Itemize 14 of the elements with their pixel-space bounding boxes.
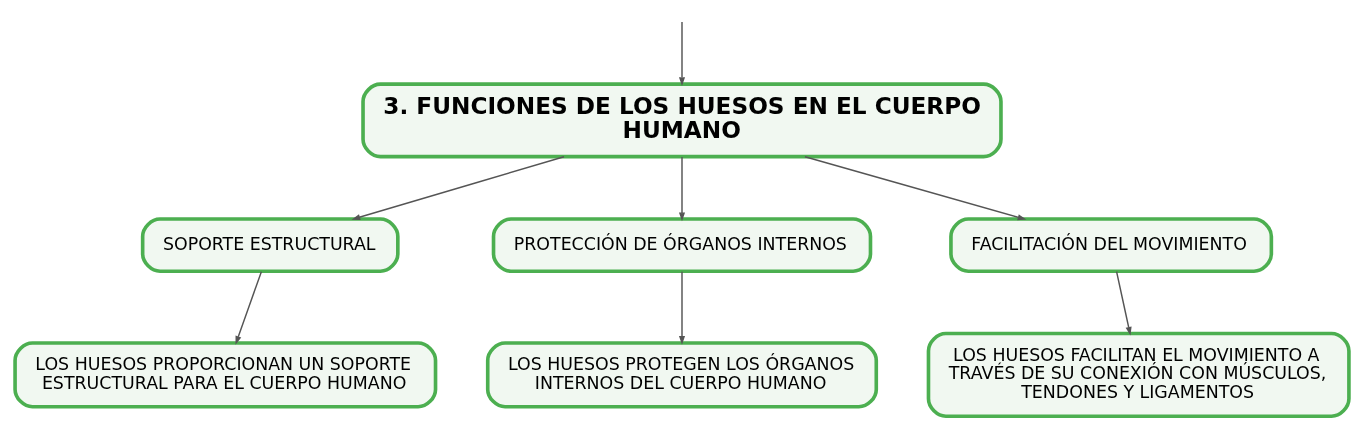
arrow bbox=[235, 270, 263, 345]
node-box: LOS HUESOS PROTEGEN LOS ÓRGANOS INTERNOS DEL CUERPO HUMANO bbox=[485, 340, 879, 409]
arrow bbox=[351, 155, 565, 220]
node-box: LOS HUESOS FACILITAN EL MOVIMIENTO A TRAVÉS DE SU CONEXIÓN CON MÚSCULOS, TENDONES Y LIGAMENTOS bbox=[926, 331, 1351, 418]
arrow bbox=[1115, 270, 1132, 336]
arrow bbox=[678, 20, 686, 86]
arrow bbox=[804, 155, 1027, 220]
node-box: PROTECCIÓN DE ÓRGANOS INTERNOS bbox=[491, 216, 873, 273]
node-box: 3. FUNCIONES DE LOS HUESOS EN EL CUERPO HUMANO bbox=[361, 81, 1003, 158]
arrow bbox=[678, 270, 686, 345]
arrow bbox=[678, 155, 686, 221]
node-box: SOPORTE ESTRUCTURAL bbox=[140, 216, 400, 273]
node-box: LOS HUESOS PROPORCIONAN UN SOPORTE ESTRUCTURAL PARA EL CUERPO HUMANO bbox=[13, 340, 438, 409]
node-box: FACILITACIÓN DEL MOVIMIENTO bbox=[949, 216, 1274, 273]
